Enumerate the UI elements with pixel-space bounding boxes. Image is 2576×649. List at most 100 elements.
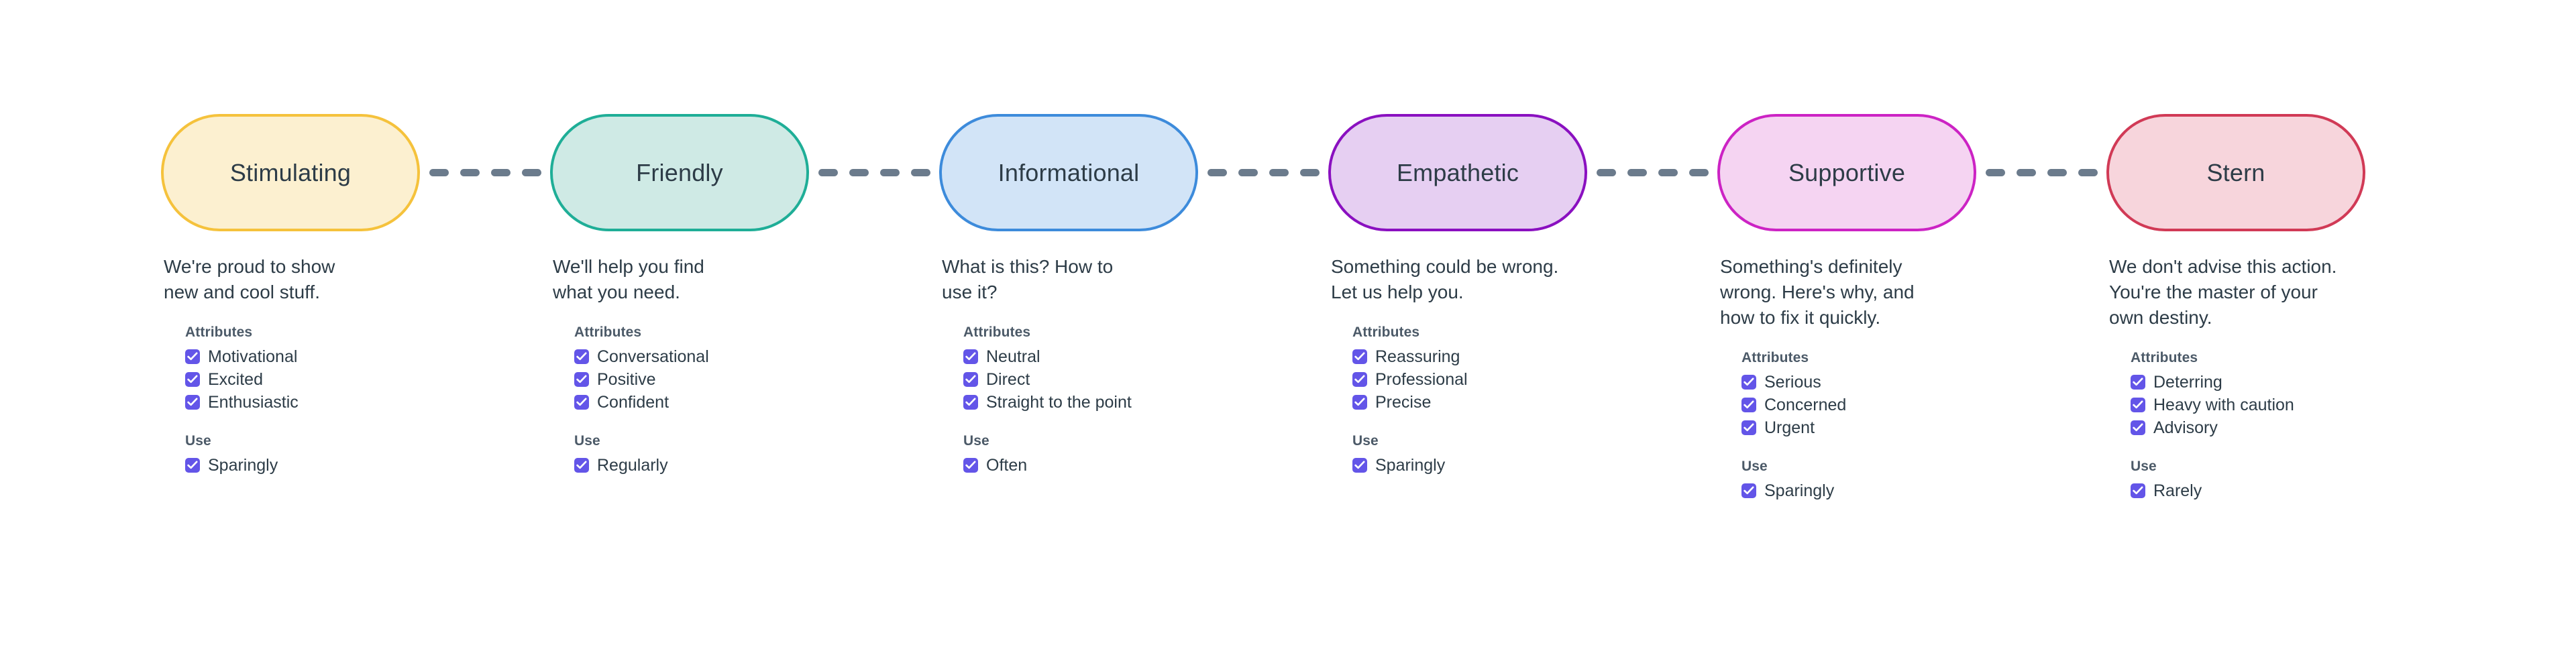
checkbox-row[interactable]: Regularly: [574, 454, 809, 477]
checkmark-icon[interactable]: [1352, 458, 1367, 473]
checkbox-row[interactable]: Direct: [963, 368, 1198, 391]
checkbox-row[interactable]: Rarely: [2131, 479, 2365, 502]
dash-segment: [849, 169, 869, 176]
checkbox-row[interactable]: Conversational: [574, 345, 809, 368]
tone-pill-stimulating[interactable]: Stimulating: [161, 114, 420, 231]
checkmark-icon[interactable]: [1741, 398, 1756, 412]
attributes-label: Reassuring: [1375, 347, 1460, 366]
checkmark-icon[interactable]: [1352, 349, 1367, 364]
checkbox-row[interactable]: Neutral: [963, 345, 1198, 368]
attributes-label: Urgent: [1764, 418, 1815, 437]
checkbox-row[interactable]: Often: [963, 454, 1198, 477]
attributes-label: Neutral: [986, 347, 1040, 366]
checkmark-icon[interactable]: [185, 349, 200, 364]
dash-segment: [1627, 169, 1647, 176]
checkmark-icon[interactable]: [963, 458, 978, 473]
checkbox-row[interactable]: Deterring: [2131, 371, 2365, 394]
checkmark-icon[interactable]: [574, 458, 589, 473]
tone-description: What is this? How to use it?: [942, 256, 1114, 302]
dash-segment: [1985, 169, 2005, 176]
use-label: Regularly: [597, 456, 668, 475]
attributes-label: Heavy with caution: [2153, 396, 2294, 414]
checkmark-icon[interactable]: [1352, 372, 1367, 387]
checkmark-icon[interactable]: [1741, 375, 1756, 390]
checkmark-icon[interactable]: [1741, 420, 1756, 435]
attributes-label: Deterring: [2153, 373, 2222, 392]
checkbox-row[interactable]: Professional: [1352, 368, 1587, 391]
checkbox-row[interactable]: Sparingly: [1352, 454, 1587, 477]
attributes-label: Conversational: [597, 347, 709, 366]
checkmark-icon[interactable]: [1741, 483, 1756, 498]
dash-segment: [2016, 169, 2036, 176]
attributes-label: Professional: [1375, 370, 1468, 389]
checkbox-row[interactable]: Straight to the point: [963, 391, 1198, 414]
checkbox-row[interactable]: Positive: [574, 368, 809, 391]
dash-segment: [490, 169, 511, 176]
checkbox-row[interactable]: Precise: [1352, 391, 1587, 414]
checkmark-icon[interactable]: [574, 349, 589, 364]
tone-name: Informational: [998, 158, 1140, 186]
attributes-label: Concerned: [1764, 396, 1847, 414]
checkbox-row[interactable]: Excited: [185, 368, 420, 391]
dashed-line-connector-icon: [420, 169, 550, 176]
attributes-label: Direct: [986, 370, 1030, 389]
tone-name: Friendly: [636, 158, 723, 186]
checkbox-row[interactable]: Advisory: [2131, 416, 2365, 439]
use-heading: Use: [574, 433, 600, 449]
checkbox-row[interactable]: Urgent: [1741, 416, 1976, 439]
dash-segment: [1688, 169, 1709, 176]
dashed-line-connector-icon: [1976, 169, 2106, 176]
checkbox-row[interactable]: Motivational: [185, 345, 420, 368]
tone-pill-informational[interactable]: Informational: [939, 114, 1198, 231]
dash-segment: [521, 169, 541, 176]
checkmark-icon[interactable]: [185, 395, 200, 410]
attributes-heading: Attributes: [185, 324, 253, 340]
checkbox-row[interactable]: Reassuring: [1352, 345, 1587, 368]
checkmark-icon[interactable]: [2131, 483, 2145, 498]
checkmark-icon[interactable]: [574, 372, 589, 387]
dash-segment: [460, 169, 480, 176]
use-heading: Use: [1352, 433, 1379, 449]
checkmark-icon[interactable]: [185, 458, 200, 473]
tone-pill-supportive[interactable]: Supportive: [1717, 114, 1976, 231]
attributes-label: Confident: [597, 393, 669, 412]
checkmark-icon[interactable]: [2131, 375, 2145, 390]
checkmark-icon[interactable]: [963, 395, 978, 410]
checkbox-row[interactable]: Enthusiastic: [185, 391, 420, 414]
use-label: Sparingly: [208, 456, 278, 475]
dashed-line-connector-icon: [809, 169, 939, 176]
checkmark-icon[interactable]: [963, 349, 978, 364]
tone-pill-friendly[interactable]: Friendly: [550, 114, 809, 231]
checkmark-icon[interactable]: [574, 395, 589, 410]
attributes-label: Advisory: [2153, 418, 2218, 437]
checkbox-row[interactable]: Heavy with caution: [2131, 394, 2365, 416]
tone-pill-stern[interactable]: Stern: [2106, 114, 2365, 231]
checkmark-icon[interactable]: [185, 372, 200, 387]
checkbox-row[interactable]: Concerned: [1741, 394, 1976, 416]
checkmark-icon[interactable]: [2131, 420, 2145, 435]
checkmark-icon[interactable]: [1352, 395, 1367, 410]
checkbox-row[interactable]: Confident: [574, 391, 809, 414]
checkmark-icon[interactable]: [963, 372, 978, 387]
checkbox-row[interactable]: Serious: [1741, 371, 1976, 394]
checkmark-icon[interactable]: [2131, 398, 2145, 412]
checkbox-row[interactable]: Sparingly: [1741, 479, 1976, 502]
attributes-label: Motivational: [208, 347, 298, 366]
checkbox-row[interactable]: Sparingly: [185, 454, 420, 477]
tone-pill-empathetic[interactable]: Empathetic: [1328, 114, 1587, 231]
